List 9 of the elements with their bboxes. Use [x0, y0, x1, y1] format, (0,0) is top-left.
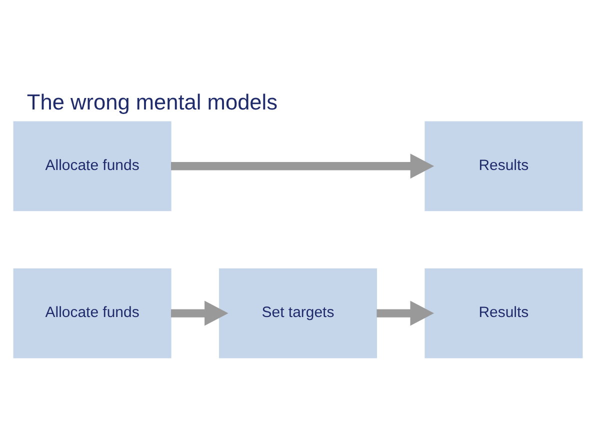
node-box: Allocate funds — [13, 121, 172, 212]
arrow — [170, 300, 228, 326]
node-box: Results — [424, 268, 583, 358]
node-box: Results — [424, 121, 583, 212]
arrow — [376, 300, 434, 326]
arrow — [171, 154, 434, 179]
diagram-title: The wrong mental models — [26, 89, 278, 114]
node-box: Allocate funds — [13, 268, 172, 358]
node-box: Set targets — [218, 268, 378, 358]
